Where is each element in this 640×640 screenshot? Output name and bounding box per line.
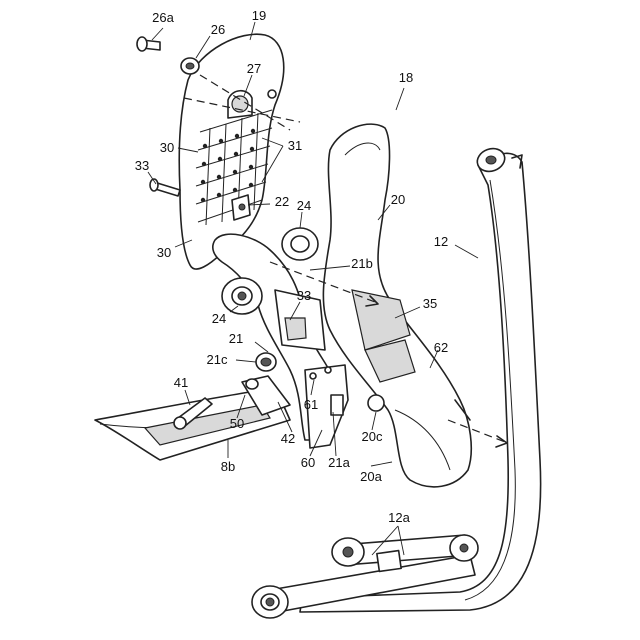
label-62: 62 (434, 340, 448, 355)
label-41: 41 (174, 375, 188, 390)
label-20: 20 (391, 192, 405, 207)
label-12: 12 (434, 234, 448, 249)
support-20 (323, 124, 471, 487)
label-21a: 21a (328, 455, 350, 470)
label-27: 27 (247, 61, 261, 76)
label-22: 22 (275, 194, 289, 209)
label-19: 19 (252, 8, 266, 23)
label-20a: 20a (360, 469, 382, 484)
label-21c: 21c (207, 352, 228, 367)
seat-8b (95, 376, 290, 460)
label-24-bottom: 24 (212, 311, 226, 326)
label-60: 60 (301, 455, 315, 470)
label-33-left: 33 (135, 158, 149, 173)
label-50: 50 (230, 416, 244, 431)
label-35: 35 (423, 296, 437, 311)
label-42: 42 (281, 431, 295, 446)
label-20c: 20c (362, 429, 383, 444)
label-33-center: 33 (297, 288, 311, 303)
label-12a: 12a (388, 510, 410, 525)
label-21: 21 (229, 331, 243, 346)
label-26: 26 (211, 22, 225, 37)
label-21b: 21b (351, 256, 373, 271)
label-26a: 26a (152, 10, 174, 25)
label-24-top: 24 (297, 198, 311, 213)
label-61: 61 (304, 397, 318, 412)
label-30-bottom: 30 (157, 245, 171, 260)
label-18: 18 (399, 70, 413, 85)
label-30-top: 30 (160, 140, 174, 155)
label-31: 31 (288, 138, 302, 153)
label-8b: 8b (221, 459, 235, 474)
